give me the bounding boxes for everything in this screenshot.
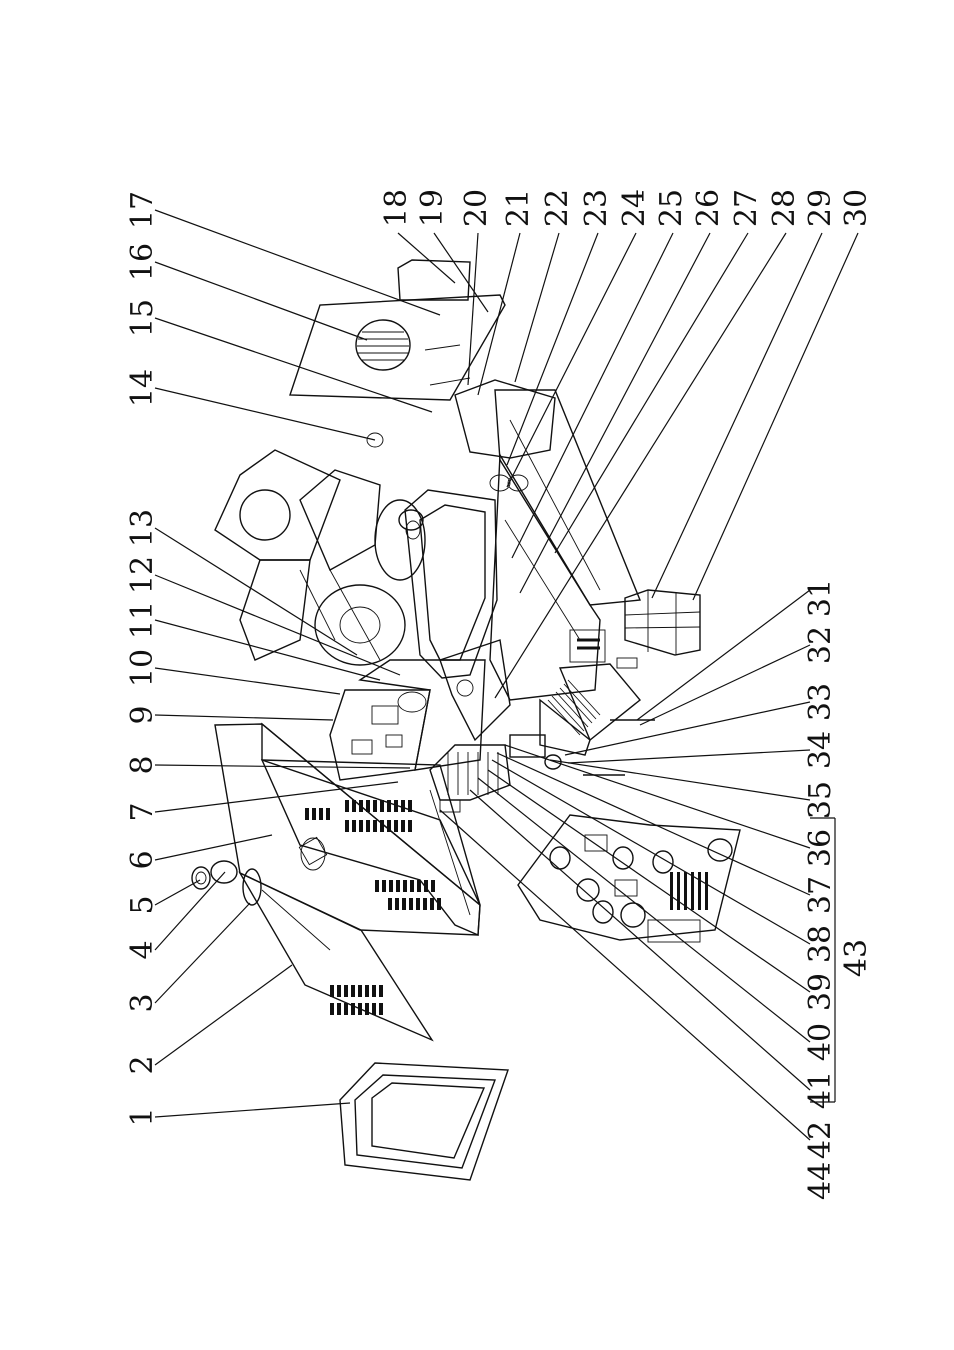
part-number-label: 27 bbox=[729, 189, 764, 227]
labels-right-bottom: 31 32 33 34 35 36 37 38 39 40 41 42 44 bbox=[803, 579, 838, 1200]
part-number-label: 25 bbox=[654, 189, 689, 227]
part-1-frame bbox=[340, 1063, 508, 1180]
part-37-42-control-panel bbox=[518, 815, 740, 942]
part-number-label: 6 bbox=[125, 850, 160, 869]
part-number-label: 7 bbox=[125, 802, 160, 821]
part-number-label: 30 bbox=[839, 189, 874, 227]
part-number-label: 22 bbox=[540, 189, 575, 227]
part-number-label: 31 bbox=[803, 579, 838, 617]
part-34-35-mounts bbox=[510, 735, 561, 769]
part-number-label: 3 bbox=[125, 993, 160, 1012]
part-number-label: 19 bbox=[415, 189, 450, 227]
part-13-engine bbox=[215, 450, 425, 665]
part-number-label: 23 bbox=[579, 189, 614, 227]
part-number-label: 5 bbox=[125, 895, 160, 914]
part-number-label: 4 bbox=[125, 940, 160, 959]
part-number-label: 2 bbox=[125, 1055, 160, 1074]
labels-right-top: 18 19 20 21 22 23 24 25 26 27 28 29 30 bbox=[379, 189, 874, 227]
part-22-base-chassis bbox=[490, 390, 640, 700]
part-number-label: 32 bbox=[803, 626, 838, 664]
part-7-side-panel bbox=[262, 760, 480, 935]
part-number-label: 20 bbox=[459, 189, 494, 227]
part-number-label: 29 bbox=[803, 189, 838, 227]
labels-left-top: 13 12 11 10 9 8 7 6 5 4 3 2 1 14 15 16 1… bbox=[125, 191, 160, 1127]
part-number-label: 28 bbox=[767, 189, 802, 227]
part-number-label: 1 bbox=[125, 1107, 160, 1126]
part-number-label: 11 bbox=[125, 601, 160, 639]
part-number-label: 8 bbox=[125, 755, 160, 774]
part-number-label: 12 bbox=[125, 556, 160, 594]
part-number-label: 36 bbox=[803, 829, 838, 867]
part-number-label: 35 bbox=[803, 781, 838, 819]
part-number-label: 14 bbox=[125, 369, 160, 407]
part-number-label: 24 bbox=[617, 189, 652, 227]
part-number-label: 42 bbox=[803, 1121, 838, 1159]
part-number-label: 9 bbox=[125, 705, 160, 724]
part-number-label: 44 bbox=[803, 1162, 838, 1200]
part-number-label: 18 bbox=[379, 189, 414, 227]
part-number-label: 16 bbox=[125, 243, 160, 281]
part-number-label: 13 bbox=[125, 509, 160, 547]
part-number-label: 10 bbox=[125, 649, 160, 687]
group-label: 43 bbox=[839, 939, 874, 977]
part-number-label: 21 bbox=[501, 189, 536, 227]
part-number-label: 26 bbox=[691, 189, 726, 227]
part-4-5-caps bbox=[192, 861, 261, 905]
side-panel-vents bbox=[305, 800, 441, 1015]
part-number-label: 15 bbox=[125, 299, 160, 337]
part-number-label: 40 bbox=[803, 1023, 838, 1061]
part-number-label: 41 bbox=[803, 1071, 838, 1109]
leader-lines bbox=[155, 210, 858, 1140]
part-18-19-bracket bbox=[398, 260, 470, 385]
part-number-label: 38 bbox=[803, 925, 838, 963]
part-number-label: 17 bbox=[125, 191, 160, 229]
part-number-label: 33 bbox=[803, 683, 838, 721]
part-44-busbar-rack bbox=[430, 745, 510, 812]
part-14-fuel-tank bbox=[367, 433, 497, 678]
part-33-radiator bbox=[540, 630, 640, 755]
part-number-label: 39 bbox=[803, 973, 838, 1011]
part-number-label: 37 bbox=[803, 876, 838, 914]
part-number-label: 34 bbox=[803, 731, 838, 769]
